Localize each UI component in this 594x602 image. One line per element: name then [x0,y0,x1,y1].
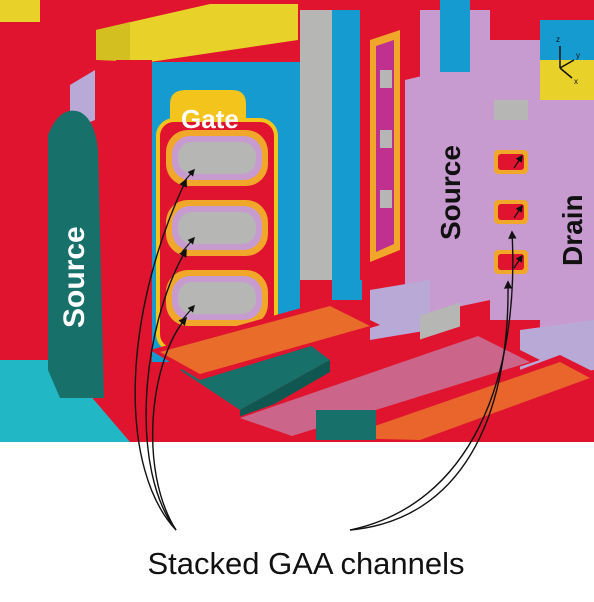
axis-z-label: z [556,35,560,44]
channel-2 [166,200,268,256]
right-section [360,0,594,350]
axis-x-label: x [574,77,578,86]
foreground-fins [150,300,594,442]
callout-curve-4 [349,280,513,531]
cap-far-left [0,0,40,22]
label-drain: Drain [557,194,588,266]
channel-3 [166,270,268,326]
fin-gray [300,10,332,280]
callout-curve-3 [151,316,188,531]
label-source-left: Source [58,226,91,328]
drain-panel [540,92,594,350]
axis-y-label: y [576,51,580,60]
gate-channels [166,130,268,326]
gate-top [96,4,298,62]
gate-side [116,60,152,370]
callout-curves [134,178,517,531]
source-left-pillar [48,110,104,399]
callout-curve-1 [134,178,187,531]
axes-icon: z y x [556,35,580,86]
label-gate: Gate [181,104,239,134]
label-source-right: Source [435,145,466,240]
channel-1 [166,130,268,186]
callout-curve-2 [145,248,187,531]
source-right-panel [405,60,490,318]
drain-channel-column [490,40,540,320]
caption-stacked-gaa-channels: Stacked GAA channels [147,546,464,581]
floor-left [0,360,130,442]
render-panel: z y x Source Gate Source Drain [0,0,594,442]
callout-curve-5 [349,230,517,531]
